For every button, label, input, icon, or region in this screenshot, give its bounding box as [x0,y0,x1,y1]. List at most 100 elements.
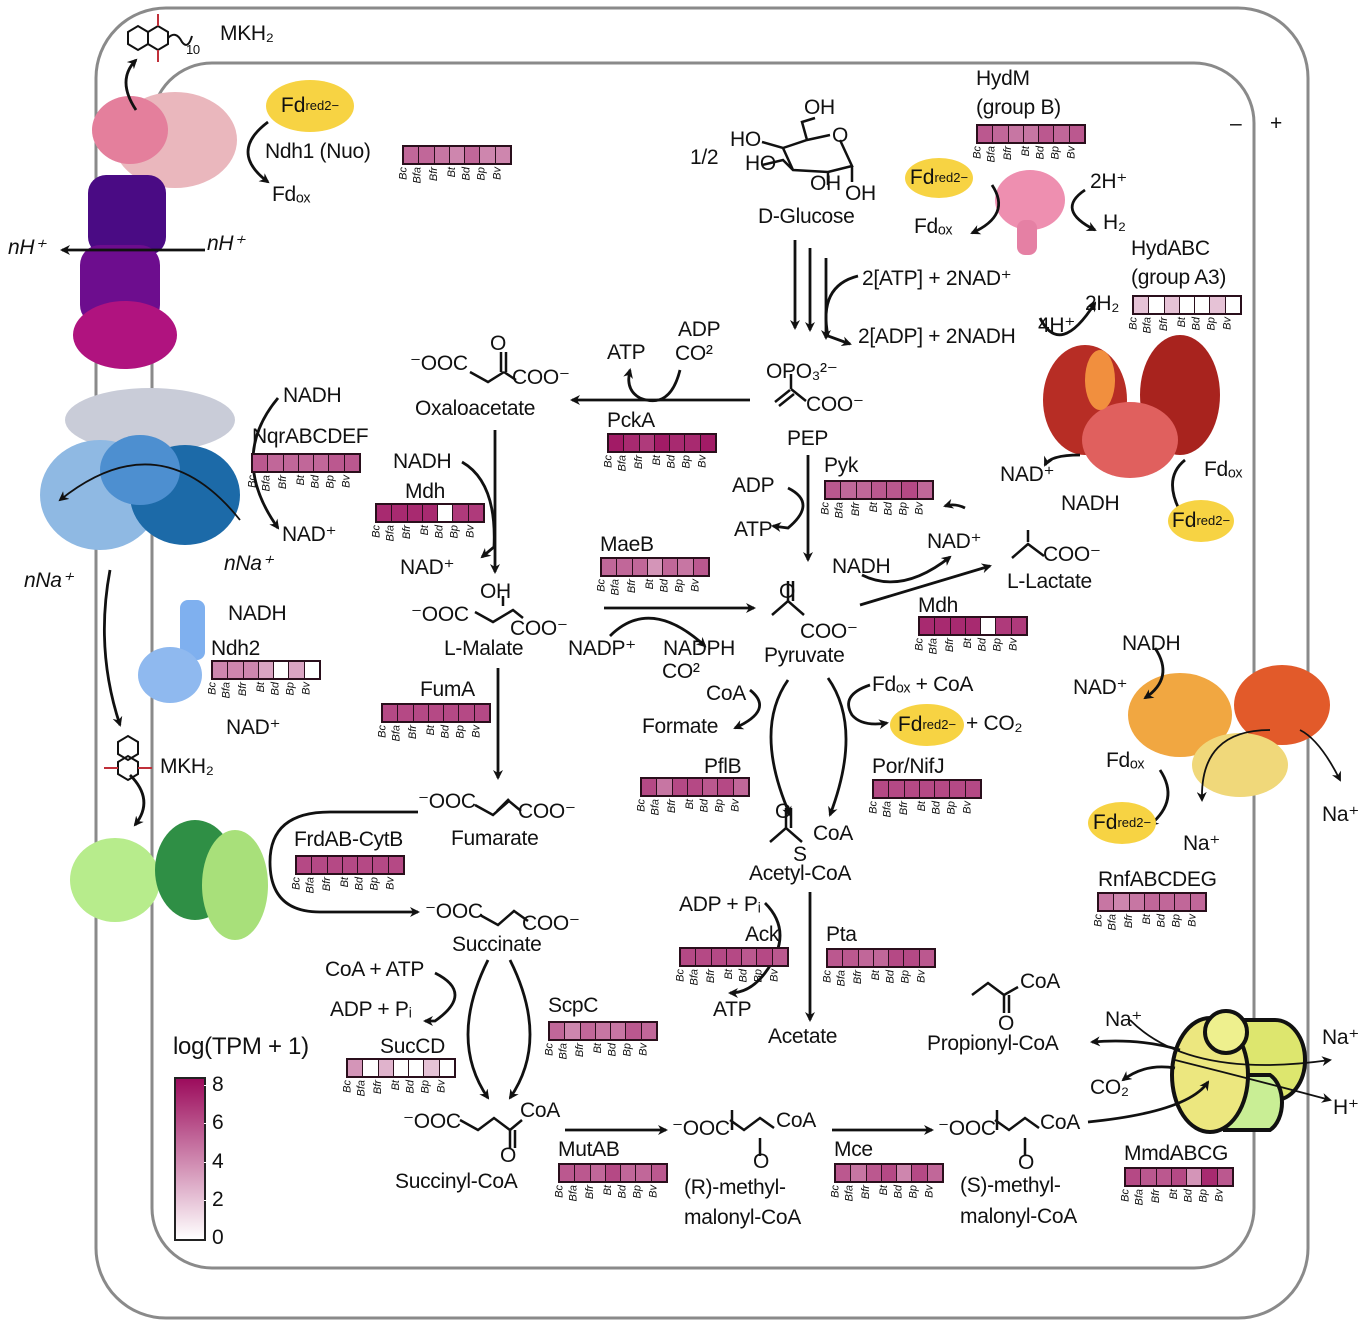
heatmap-cell-bfa [657,779,673,795]
heatmap-cell-bd [889,950,905,966]
heatmap-cell-bt [687,779,704,795]
species-label: Bt [867,502,880,513]
species-label: Bp [448,525,461,539]
heatmap-cell-bd [703,779,719,795]
molecule-skeletons [459,352,1045,1156]
heatmap-cell-bd [742,949,758,965]
heatmap-cell-bd [670,435,686,451]
heatmap-cells [976,124,1086,144]
heatmap-cell-bv [919,950,934,966]
heatmap-cell-bt [422,505,439,521]
heatmap-cell-bv [388,857,403,873]
species-label: Bfr [407,725,420,740]
species-label: Bv [464,525,477,538]
pflb-label: PflB [704,755,742,778]
pyruvate-coo: COO⁻ [800,620,858,643]
heatmap-cell-bfr [904,781,920,797]
coa-pflb: CoA [706,682,746,705]
heatmap-cell-bd [621,1165,637,1181]
species-label: Bfa [260,475,273,492]
fd-ox-rnf: Fdₒₓ [1106,749,1145,772]
species-label: Bp [475,167,488,181]
co2-pcka: CO² [675,342,713,365]
acetylcoa-label: Acetyl-CoA [749,862,852,885]
species-label: Bv [1007,638,1020,651]
heatmap-cells [402,145,512,165]
fumarate-ooc: ⁻OOC [418,790,476,813]
heatmap-cell-bd [897,1165,913,1181]
adp-pyk: ADP [732,474,775,497]
oxaloacetate-label: Oxaloacetate [415,397,536,420]
nadph: NADPH [663,637,736,660]
heatmap-cell-bv [1225,297,1240,313]
species-label: Bv [637,1043,650,1056]
pep-opo3: OPO₃²⁻ [766,360,838,383]
heatmap-cell-bt [873,950,890,966]
species-label: Bd [433,525,445,539]
atp-pyk: ATP [734,518,773,541]
species-label: Bv [961,801,974,814]
heatmap-cell-bfr [858,950,874,966]
nadh-nqr: NADH [283,384,342,407]
heatmap-cell-bt [871,482,888,498]
membrane-sign-positive: + [1270,112,1282,135]
heatmap-cell-bd [1039,126,1055,142]
species-label: Bc [635,799,648,812]
nad-plus-ndh2: NAD⁺ [226,716,281,739]
heatmap-cell-bd [465,147,481,163]
species-label: Bc [370,525,383,538]
heatmap-cell-bv [1217,1169,1232,1185]
species-label: Bd [460,167,472,181]
smm-coa: CoA [1040,1111,1080,1134]
species-label: Bt [1175,317,1188,328]
species-label: Bp [1049,146,1062,160]
heatmap-cell-bd [409,1060,425,1076]
heatmap-cell-bp [373,857,389,873]
species-label: Bfr [898,801,911,816]
malate-label: L-Malate [444,637,524,660]
species-label: Bfa [927,638,940,655]
heatmap-cell-bt [1171,1169,1188,1185]
species-label: Bd [1155,914,1167,928]
heatmap-cell-bt [428,705,445,721]
heatmap-cell-bp [636,1165,652,1181]
heatmap-cell-bfa [228,662,244,678]
heatmap-cell-bt [605,1165,622,1181]
atp-pcka: ATP [607,341,646,364]
heatmap-cell-bp [1210,297,1226,313]
heatmap-cell-bfa [1114,894,1130,910]
heatmap-cells [381,703,491,723]
heatmap-cell-bc [978,126,994,142]
species-label: Bt [1167,1189,1180,1200]
two-h-plus: 2H⁺ [1090,170,1128,193]
heatmap-cell-bv [344,455,359,471]
adp-pi-succd: ADP + Pᵢ [330,998,412,1021]
species-label: Bt [338,877,351,888]
species-label: Bfa [688,969,701,986]
species-label: Bc [602,455,615,468]
species-label: Bc [971,146,984,159]
species-label: Bd [439,725,451,739]
hydabc-label: HydABC [1131,237,1210,260]
species-label: Bfr [584,1185,597,1200]
heatmap-cell-bfr [672,779,688,795]
heatmap-cell-bfr [243,662,259,678]
outer-membrane [94,6,1310,1320]
mmd-label: MmdABCG [1124,1142,1229,1165]
heatmap-cell-bfa [624,435,640,451]
species-label: Bd [353,877,365,891]
heatmap-cell-bv [304,662,319,678]
heatmap-cell-bc [383,705,399,721]
glucose-oh-top: OH [804,96,835,119]
species-label: Bc [913,638,926,651]
heatmap-cell-bc [1134,297,1150,313]
fumarate-label: Fumarate [451,827,539,850]
lactate-coo: COO⁻ [1043,543,1101,566]
